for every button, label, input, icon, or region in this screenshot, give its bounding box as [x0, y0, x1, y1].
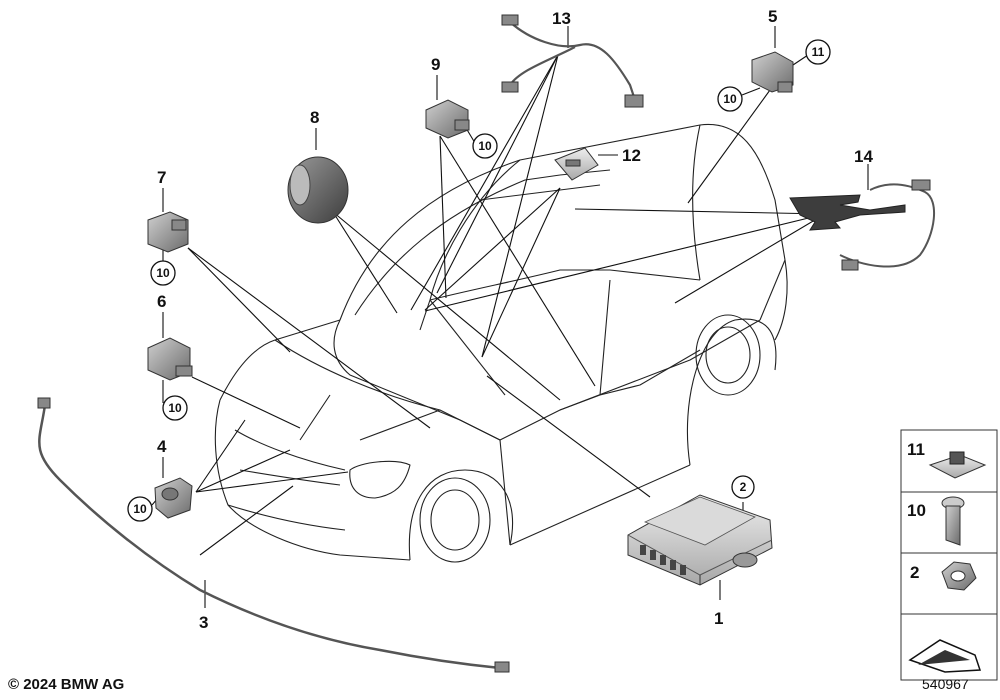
svg-text:10: 10 — [168, 401, 182, 415]
circled-callout-10-sensor-5: 10 — [717, 86, 743, 112]
sensor-4 — [154, 477, 193, 519]
svg-text:11: 11 — [812, 45, 825, 59]
circled-callout-11-sensor-5: 11 — [805, 39, 831, 65]
svg-text:2: 2 — [910, 563, 919, 582]
wire-harness — [37, 397, 510, 673]
svg-text:2: 2 — [740, 480, 747, 494]
svg-text:11: 11 — [907, 440, 925, 459]
circled-callout-10-sensor-9: 10 — [472, 133, 498, 159]
image-id: 540967 — [922, 676, 969, 692]
svg-text:10: 10 — [478, 139, 492, 153]
legend-item-10: 10 — [907, 496, 965, 546]
callout-12: 12 — [622, 146, 641, 165]
legend-item-2: 2 — [910, 561, 977, 591]
sound-generator-8 — [287, 156, 349, 224]
legend-item-11: 11 — [907, 440, 987, 479]
sensor-6 — [147, 337, 193, 381]
svg-text:10: 10 — [723, 92, 737, 106]
cable-harness-13 — [501, 14, 644, 108]
bracket-12 — [554, 147, 599, 181]
callout-4: 4 — [157, 437, 167, 456]
callout-labels: 1 3 4 5 6 7 8 9 12 13 14 — [157, 7, 873, 632]
fastener-legend: 11 10 2 — [900, 429, 998, 681]
direction-arrow-icon — [908, 639, 982, 673]
callout-8: 8 — [310, 108, 319, 127]
callout-5: 5 — [768, 7, 777, 26]
svg-text:10: 10 — [133, 502, 147, 516]
circled-callout-10-sensor-7: 10 — [150, 260, 176, 286]
callout-7: 7 — [157, 168, 166, 187]
callout-9: 9 — [431, 55, 440, 74]
callout-13: 13 — [552, 9, 571, 28]
vehicle-outline — [214, 123, 788, 563]
sensor-5 — [751, 51, 794, 93]
sensor-9 — [425, 99, 470, 139]
circled-callouts: 2 10 10 10 10 10 11 — [127, 39, 831, 522]
callout-3: 3 — [199, 613, 208, 632]
sensor-7 — [147, 211, 189, 253]
callout-6: 6 — [157, 292, 166, 311]
callout-14: 14 — [854, 147, 873, 166]
circled-callout-2: 2 — [731, 475, 755, 499]
circled-callout-10-sensor-6: 10 — [162, 395, 188, 421]
leader-lines — [151, 26, 869, 608]
airbag-control-unit — [627, 494, 773, 586]
callout-1: 1 — [714, 609, 723, 628]
seat-occupancy-mat-14 — [789, 179, 936, 271]
svg-text:10: 10 — [156, 266, 170, 280]
copyright: © 2024 BMW AG — [8, 676, 125, 693]
circled-callout-10-sensor-4: 10 — [127, 496, 153, 522]
svg-text:10: 10 — [907, 501, 926, 520]
